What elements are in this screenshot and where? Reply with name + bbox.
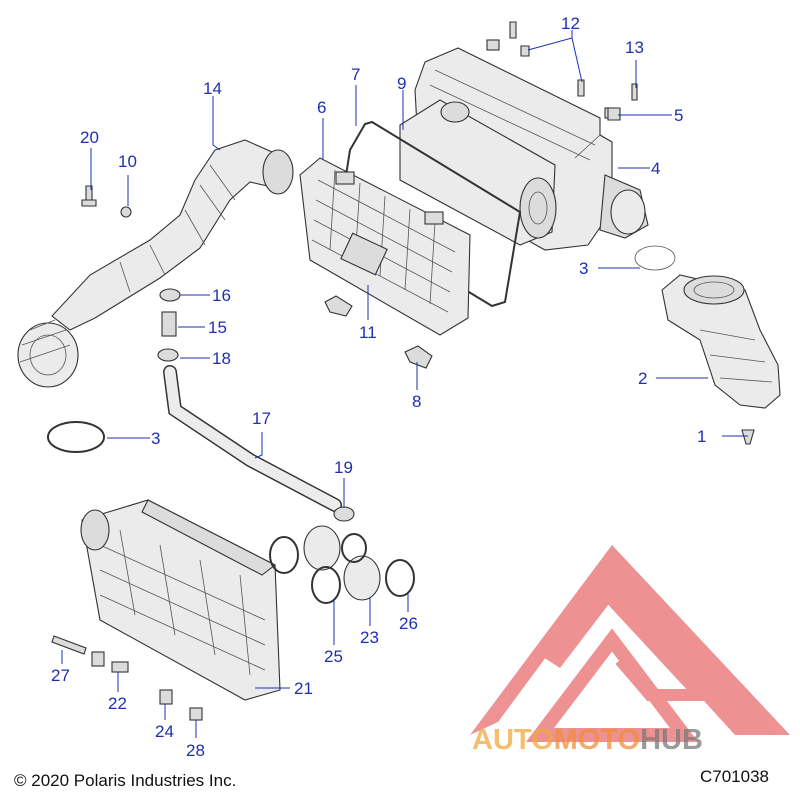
coupler-23-a: [303, 525, 341, 571]
leader-lines: [61, 30, 748, 738]
callout-2: 2: [638, 369, 647, 388]
watermark-wordmark: AUTOMOTOHUB: [472, 724, 703, 756]
callout-13: 13: [625, 38, 644, 57]
callout-12: 12: [561, 14, 580, 33]
outlet-duct: [661, 274, 781, 409]
callout-26: 26: [399, 614, 418, 633]
nut-5: [607, 107, 621, 121]
airbox-cover: [299, 157, 471, 336]
callout-11: 11: [359, 323, 377, 342]
copyright-notice: © 2020 Polaris Industries Inc.: [14, 771, 236, 790]
callout-24: 24: [155, 722, 174, 741]
callout-27: 27: [51, 666, 70, 685]
callout-4: 4: [651, 159, 660, 178]
callout-9: 9: [397, 74, 406, 93]
callout-19: 19: [334, 458, 353, 477]
callout-23: 23: [360, 628, 379, 647]
watermark-hub: HUB: [640, 724, 703, 756]
fitting-15: [161, 311, 177, 337]
grommet-24: [159, 689, 173, 705]
callout-18: 18: [212, 349, 231, 368]
bolt-27: [51, 635, 87, 655]
cover-clip-8: [404, 345, 433, 369]
clamp-25-b: [311, 566, 341, 604]
clamp-18: [157, 348, 179, 362]
hose-clamp-upper: [634, 245, 676, 271]
callout-6: 6: [317, 98, 326, 117]
cover-clip-11: [324, 295, 353, 317]
bolt-20: [81, 185, 97, 207]
bolt-12a: [509, 21, 517, 39]
intake-tube: [17, 139, 294, 388]
callout-1: 1: [697, 427, 706, 446]
clamp-16: [159, 288, 181, 302]
callout-21: 21: [294, 679, 313, 698]
callout-labels: 1 2 3 3 4 5 6 7 8 9 10 11 12 13 14 15 16…: [51, 14, 706, 760]
bolt-12c: [577, 79, 585, 97]
clamp-23-c: [341, 533, 367, 563]
watermark-moto: MOTO: [554, 724, 640, 756]
callout-10: 10: [118, 152, 137, 171]
callout-20: 20: [80, 128, 99, 147]
callout-25: 25: [324, 647, 343, 666]
callout-16: 16: [212, 286, 231, 305]
grommet-22a: [91, 651, 105, 667]
callout-3-upper: 3: [579, 259, 588, 278]
callout-7: 7: [351, 65, 360, 84]
callout-3-lower: 3: [151, 429, 160, 448]
automotohub-logo-mark: [470, 545, 790, 742]
coupler-23-b: [343, 555, 381, 601]
callout-15: 15: [208, 318, 227, 337]
callout-17: 17: [252, 409, 271, 428]
clamp-19: [333, 506, 355, 522]
callout-8: 8: [412, 392, 421, 411]
clamp-26: [385, 559, 415, 597]
hose-clamp-lower: [47, 421, 105, 453]
callout-14: 14: [203, 79, 222, 98]
callout-5: 5: [674, 106, 683, 125]
vent-hose: [163, 365, 342, 512]
drain-plug-1: [741, 429, 755, 445]
watermark-auto: AUTO: [472, 724, 554, 756]
bolt-12b: [520, 45, 530, 57]
callout-28: 28: [186, 741, 205, 760]
diagram-id: C701038: [700, 767, 769, 786]
callout-22: 22: [108, 694, 127, 713]
spacer-22b: [111, 661, 129, 673]
pre-filter-box: [80, 499, 281, 701]
washer-10: [120, 206, 132, 218]
clamp-25-a: [269, 536, 299, 574]
nut-28: [189, 707, 203, 721]
